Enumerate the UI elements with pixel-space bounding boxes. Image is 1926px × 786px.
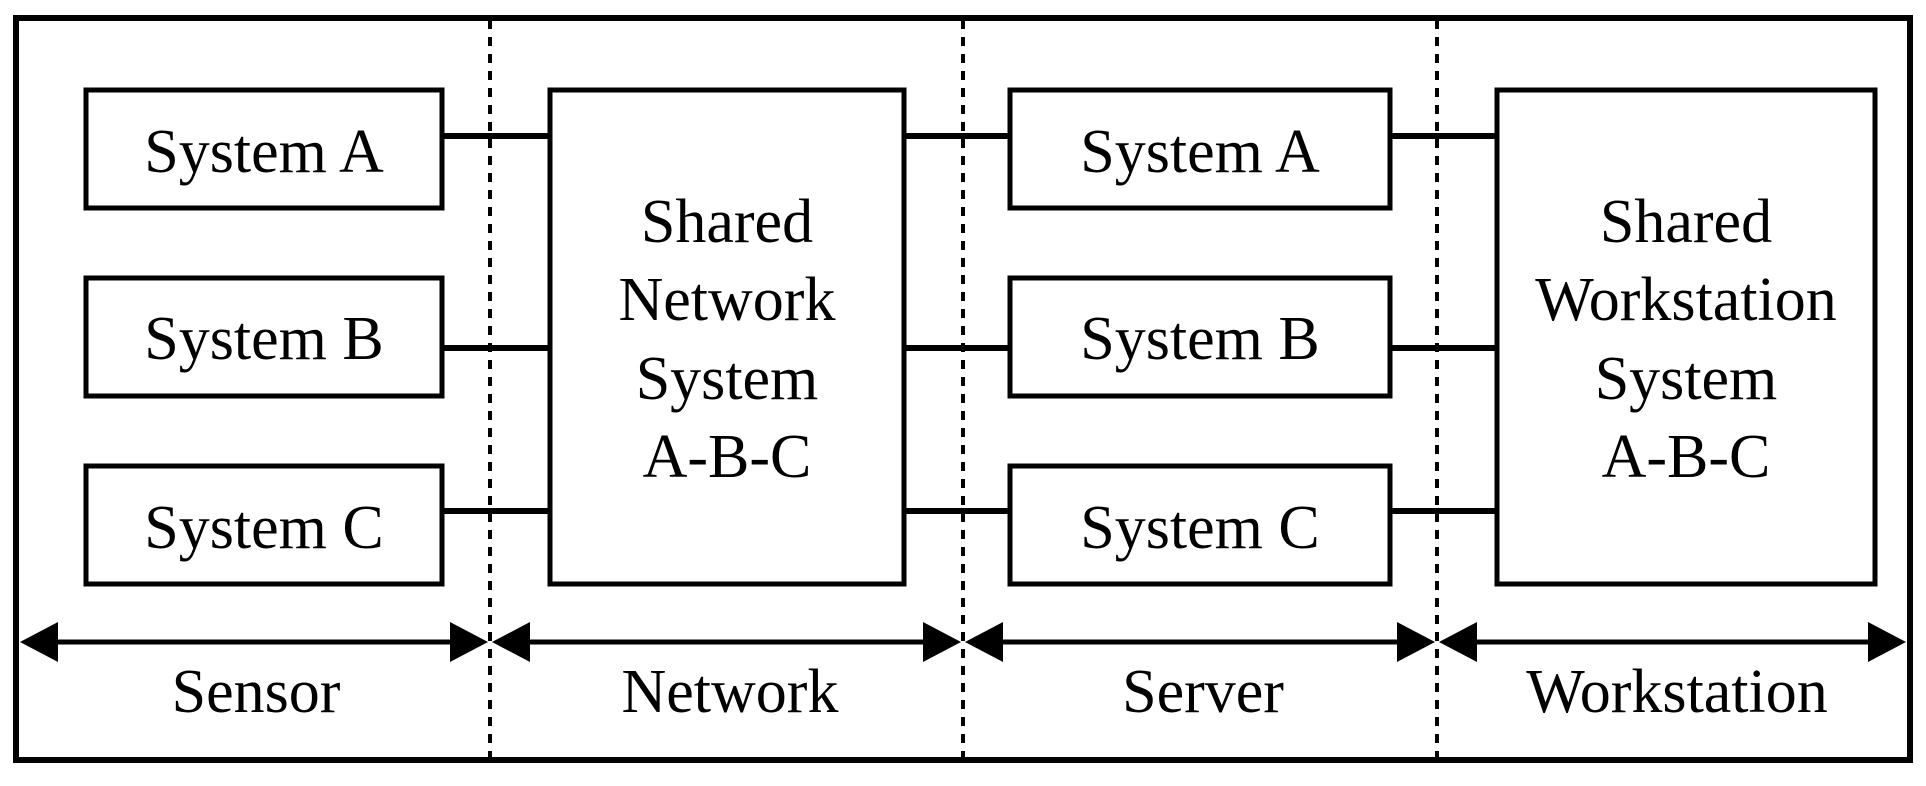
- zone-label-sensor: Sensor: [172, 658, 341, 726]
- shared-workstation-line-4: A-B-C: [1602, 423, 1771, 491]
- server-system-c: System C: [1007, 463, 1393, 587]
- shared-network-line-3: System: [636, 345, 819, 413]
- server-span-arrow: [965, 622, 1435, 662]
- server-system-c-label: System C: [1080, 494, 1319, 562]
- sensor-span-arrow: [20, 622, 488, 662]
- zone-label-workstation: Workstation: [1526, 658, 1828, 726]
- server-system-b: System B: [1007, 275, 1393, 399]
- network-span-arrow: [492, 622, 961, 662]
- sensor-system-c: System C: [83, 463, 445, 587]
- shared-network-line-1: Shared: [641, 188, 813, 256]
- workstation-span-arrow: [1439, 622, 1906, 662]
- zone-label-network: Network: [622, 658, 839, 726]
- server-system-b-label: System B: [1080, 305, 1319, 373]
- sensor-system-b: System B: [83, 275, 445, 399]
- shared-network-line-2: Network: [619, 266, 836, 334]
- shared-workstation-line-1: Shared: [1600, 188, 1772, 256]
- shared-workstation-system: Shared Workstation System A-B-C: [1494, 87, 1878, 587]
- sensor-system-b-label: System B: [144, 305, 383, 373]
- sensor-system-c-label: System C: [144, 494, 383, 562]
- sensor-system-a-label: System A: [144, 118, 384, 186]
- sensor-system-a: System A: [83, 87, 445, 211]
- shared-network-system: Shared Network System A-B-C: [547, 87, 907, 587]
- shared-workstation-line-2: Workstation: [1535, 266, 1837, 334]
- shared-network-line-4: A-B-C: [643, 423, 812, 491]
- shared-workstation-line-3: System: [1595, 345, 1778, 413]
- zone-label-server: Server: [1122, 658, 1284, 726]
- server-system-a-label: System A: [1080, 118, 1320, 186]
- server-system-a: System A: [1007, 87, 1393, 211]
